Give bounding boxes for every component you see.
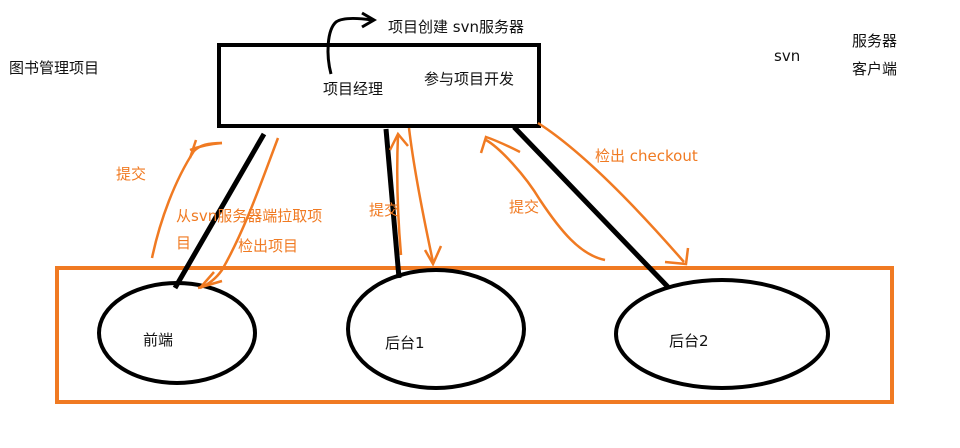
client-container	[55, 266, 894, 404]
commit-arrow-mid	[395, 134, 403, 256]
checkout-en-label: 检出 checkout	[595, 147, 698, 165]
commit-arrow-right	[485, 138, 606, 262]
commit-label-right: 提交	[509, 198, 540, 216]
server-label: 服务器	[852, 32, 898, 50]
dev-participants-label: 参与项目开发	[424, 70, 515, 88]
project-manager-label: 项目经理	[323, 80, 384, 98]
backend1-label: 后台1	[385, 334, 425, 352]
commit-arrowhead-left	[188, 139, 223, 159]
commit-label-mid: 提交	[369, 201, 400, 219]
project-name-label: 图书管理项目	[9, 59, 100, 77]
checkout-arrowhead-right	[664, 247, 690, 266]
checkout-arrow-mid	[407, 127, 435, 263]
pull-label-line2: 目	[176, 234, 192, 252]
commit-arrowhead-right	[479, 135, 521, 154]
backend1-node	[346, 268, 526, 390]
link-backend2	[512, 125, 670, 289]
svn-label: svn	[774, 47, 801, 65]
checkout-arrow-left	[199, 137, 280, 290]
checkout-arrow-right	[537, 121, 685, 263]
pull-label-line1: 从svn服务器端拉取项	[176, 207, 323, 225]
svn-server-box	[217, 43, 541, 128]
link-frontend	[172, 132, 267, 290]
frontend-label: 前端	[143, 331, 174, 349]
backend2-label: 后台2	[669, 332, 709, 350]
checkout-arrowhead-mid	[423, 245, 443, 267]
link-backend1	[383, 128, 402, 279]
create-server-label: 项目创建 svn服务器	[388, 18, 524, 36]
checkout-arrowhead-left	[197, 271, 223, 290]
commit-label-left: 提交	[116, 165, 147, 183]
frontend-node	[97, 281, 257, 385]
backend2-node	[614, 278, 830, 390]
create-server-arrow	[326, 16, 373, 75]
client-label: 客户端	[852, 60, 898, 78]
commit-arrowhead-mid	[388, 131, 409, 151]
create-server-arrowhead	[361, 11, 377, 29]
checkout-project-label: 检出项目	[238, 237, 299, 255]
